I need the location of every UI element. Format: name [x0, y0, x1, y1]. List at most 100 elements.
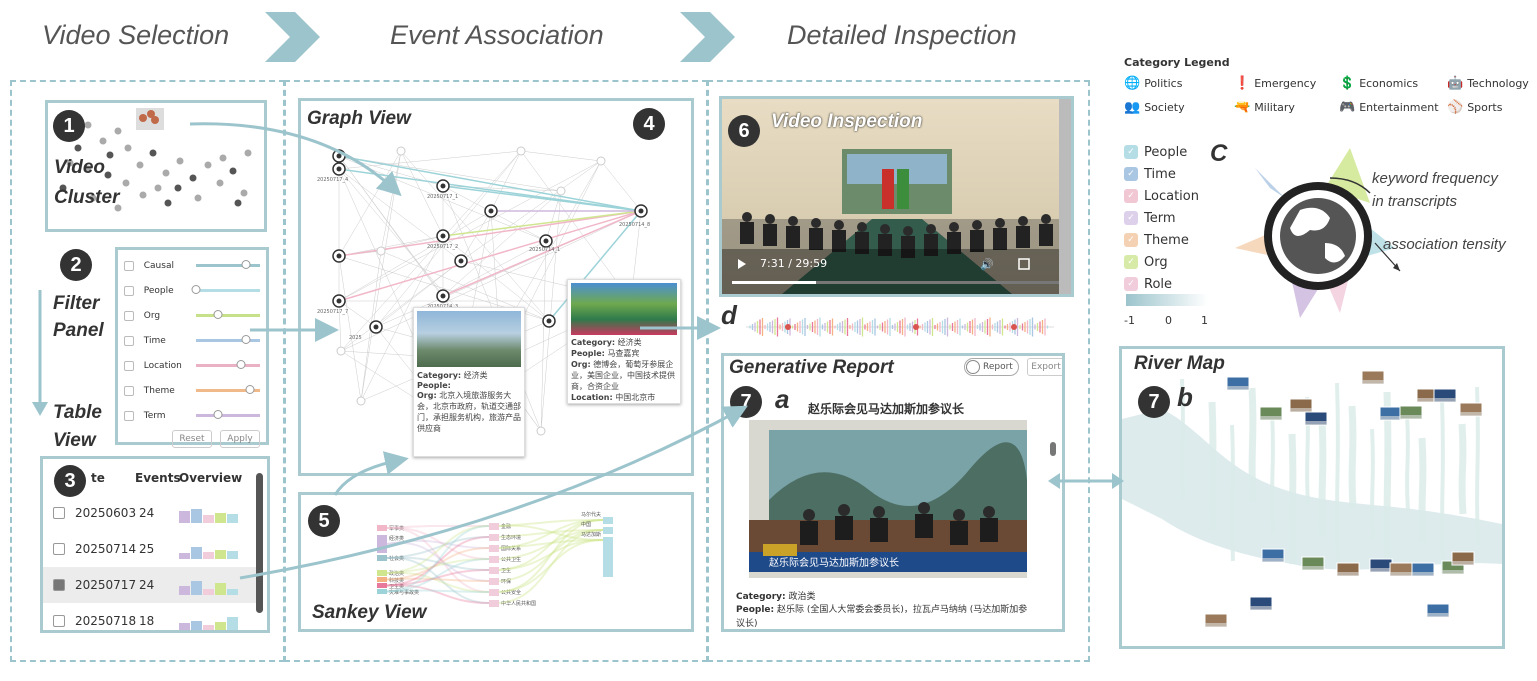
cluster-point[interactable] — [194, 194, 202, 202]
graph-node[interactable] — [356, 396, 366, 406]
sankey-left-node[interactable] — [377, 570, 387, 576]
slider-thumb[interactable] — [191, 285, 201, 294]
cluster-point[interactable] — [104, 171, 112, 179]
filter-slider[interactable] — [196, 360, 260, 369]
cluster-point[interactable] — [122, 179, 130, 187]
river-map-panel[interactable] — [1119, 346, 1505, 649]
video-inspection-panel[interactable]: 🔊 ⋮ 7:31 / 29:59 — [719, 96, 1074, 297]
row-checkbox[interactable] — [53, 507, 65, 519]
cluster-point[interactable] — [114, 127, 122, 135]
timeline-marker[interactable] — [785, 324, 791, 330]
sankey-left-node[interactable] — [377, 525, 387, 531]
cluster-point[interactable] — [234, 199, 242, 207]
cluster-point[interactable] — [74, 144, 82, 152]
cluster-point[interactable] — [154, 184, 162, 192]
keyword-timeline[interactable] — [746, 308, 1054, 346]
cluster-point[interactable] — [99, 137, 107, 145]
graph-node[interactable] — [396, 146, 406, 156]
apply-button[interactable]: Apply — [220, 430, 260, 448]
filter-slider[interactable] — [196, 310, 260, 319]
cluster-point[interactable] — [89, 194, 97, 202]
slider-thumb[interactable] — [213, 310, 223, 319]
cluster-point[interactable] — [124, 144, 132, 152]
graph-node[interactable] — [516, 146, 526, 156]
report-scrollbar[interactable] — [1050, 442, 1056, 456]
fullscreen-icon[interactable] — [1018, 258, 1030, 270]
cluster-point[interactable] — [59, 184, 67, 192]
sankey-right-node[interactable] — [603, 537, 613, 577]
slider-thumb[interactable] — [241, 260, 251, 269]
graph-node[interactable] — [556, 186, 566, 196]
table-scrollbar[interactable] — [256, 473, 263, 613]
sankey-middle-node[interactable] — [489, 600, 499, 607]
check-icon[interactable]: ✓ — [1124, 211, 1138, 225]
cluster-point[interactable] — [229, 167, 237, 175]
sankey-left-node[interactable] — [377, 577, 387, 582]
slider-thumb[interactable] — [213, 410, 223, 419]
cluster-point-selected[interactable] — [147, 110, 155, 118]
filter-checkbox[interactable] — [124, 335, 134, 346]
cluster-point[interactable] — [106, 151, 114, 159]
cluster-point[interactable] — [176, 157, 184, 165]
graph-node[interactable] — [376, 246, 386, 256]
graph-view-panel[interactable]: 20250717_120250717_220250714_320250714_1… — [298, 98, 694, 476]
cluster-point[interactable] — [162, 169, 170, 177]
timeline-marker[interactable] — [1011, 324, 1017, 330]
check-icon[interactable]: ✓ — [1124, 189, 1138, 203]
sankey-left-node[interactable] — [377, 535, 387, 553]
cluster-point[interactable] — [149, 149, 157, 157]
cluster-point[interactable] — [240, 189, 248, 197]
check-icon[interactable]: ✓ — [1124, 167, 1138, 181]
sankey-middle-node[interactable] — [489, 534, 499, 541]
slider-thumb[interactable] — [241, 335, 251, 344]
sankey-middle-node[interactable] — [489, 545, 499, 552]
cluster-point[interactable] — [244, 149, 252, 157]
filter-slider[interactable] — [196, 335, 260, 344]
sankey-right-node[interactable] — [603, 517, 613, 524]
row-checkbox[interactable] — [53, 543, 65, 555]
filter-checkbox[interactable] — [124, 260, 134, 271]
export-button[interactable]: Export — [1027, 358, 1062, 376]
cluster-point[interactable] — [66, 159, 74, 167]
sankey-left-node[interactable] — [377, 583, 387, 588]
cluster-point[interactable] — [164, 199, 172, 207]
cluster-point[interactable] — [84, 165, 92, 173]
reset-button[interactable]: Reset — [172, 430, 212, 448]
timeline-marker[interactable] — [913, 324, 919, 330]
cluster-point[interactable] — [174, 184, 182, 192]
check-icon[interactable]: ✓ — [1124, 255, 1138, 269]
filter-slider[interactable] — [196, 385, 260, 394]
filter-slider[interactable] — [196, 260, 260, 269]
filter-checkbox[interactable] — [124, 385, 134, 396]
cluster-point[interactable] — [84, 121, 92, 129]
check-icon[interactable]: ✓ — [1124, 233, 1138, 247]
slider-thumb[interactable] — [236, 360, 246, 369]
sankey-left-node[interactable] — [377, 555, 387, 561]
sankey-middle-node[interactable] — [489, 556, 499, 563]
cluster-point[interactable] — [216, 179, 224, 187]
play-icon[interactable] — [738, 259, 746, 269]
filter-slider[interactable] — [196, 410, 260, 419]
filter-checkbox[interactable] — [124, 285, 134, 296]
graph-node[interactable] — [536, 426, 546, 436]
sankey-left-node[interactable] — [377, 589, 387, 594]
sankey-right-node[interactable] — [603, 527, 613, 534]
sankey-middle-node[interactable] — [489, 589, 499, 596]
cluster-point[interactable] — [114, 204, 122, 212]
report-toggle[interactable]: Report — [964, 358, 1019, 376]
cluster-point[interactable] — [136, 161, 144, 169]
sankey-middle-node[interactable] — [489, 578, 499, 585]
video-side-tab[interactable] — [1059, 99, 1071, 294]
row-checkbox[interactable] — [53, 615, 65, 627]
row-checkbox[interactable] — [53, 579, 65, 591]
cluster-point[interactable] — [189, 174, 197, 182]
graph-node[interactable] — [596, 156, 606, 166]
cluster-point-selected[interactable] — [139, 114, 147, 122]
graph-node[interactable] — [336, 346, 346, 356]
cluster-point[interactable] — [139, 191, 147, 199]
cluster-point-selected[interactable] — [151, 116, 159, 124]
